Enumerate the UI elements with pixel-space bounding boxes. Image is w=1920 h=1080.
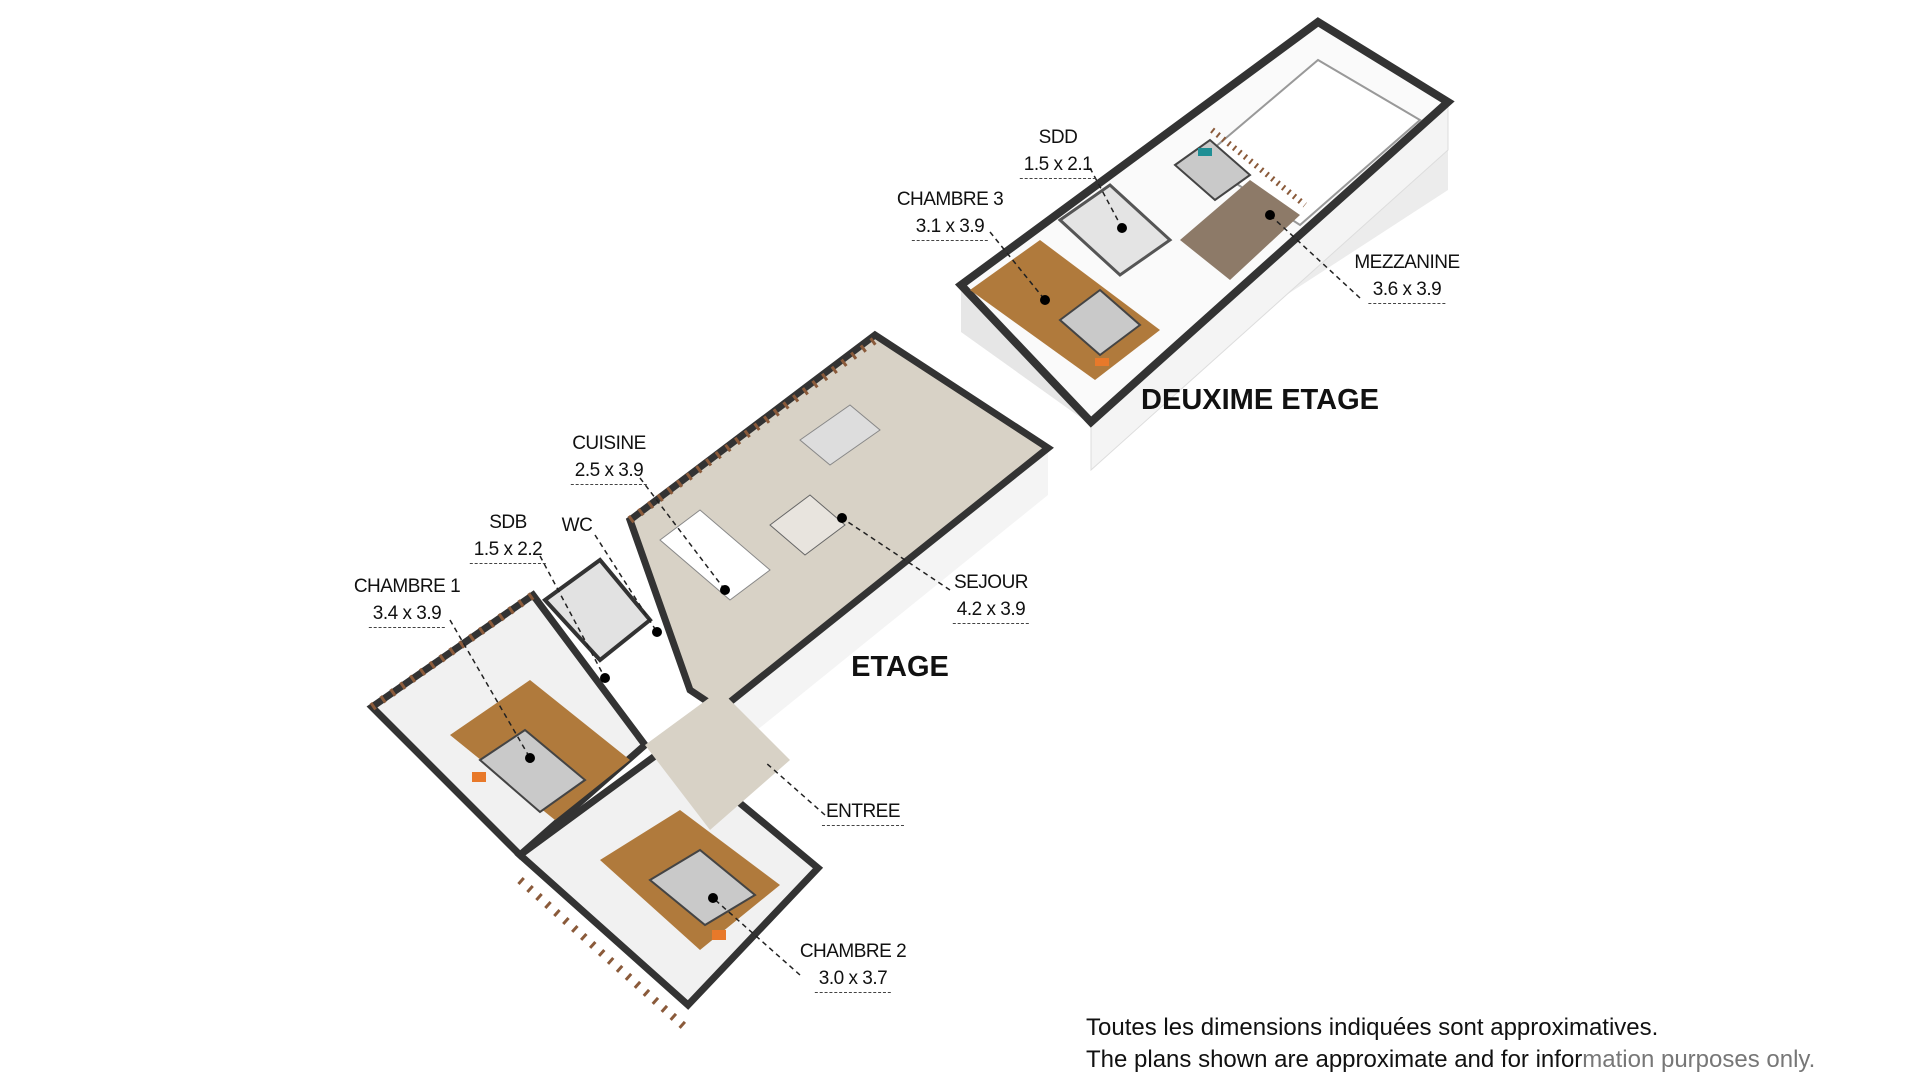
room-dims: 3.4 x 3.9 bbox=[368, 600, 446, 628]
room-name: SEJOUR bbox=[953, 572, 1029, 593]
kitchen-counter bbox=[659, 509, 771, 601]
room-name: CHAMBRE 3 bbox=[896, 189, 1004, 210]
room-name: CHAMBRE 1 bbox=[353, 576, 461, 597]
room-name: CHAMBRE 2 bbox=[799, 941, 907, 962]
dot-sdb bbox=[600, 673, 610, 683]
label-sdd: SDD 1.5 x 2.1 bbox=[1019, 124, 1097, 179]
dot-chambre3 bbox=[1040, 295, 1050, 305]
leader-chambre2 bbox=[712, 897, 801, 976]
label-chambre1: CHAMBRE 1 3.4 x 3.9 bbox=[353, 573, 461, 628]
room-name: CUISINE bbox=[572, 433, 646, 454]
dot-chambre1 bbox=[525, 753, 535, 763]
pillow bbox=[472, 772, 486, 782]
dot-sejour bbox=[837, 513, 847, 523]
disclaimer-en-main: The plans shown are approximate and for … bbox=[1086, 1046, 1583, 1073]
balcony-railing-chambre2 bbox=[517, 877, 691, 1033]
mezzanine-railing bbox=[1210, 127, 1307, 208]
label-sdb: SDB 1.5 x 2.2 bbox=[469, 509, 547, 564]
bed-chambre2 bbox=[648, 848, 757, 927]
dot-wc bbox=[652, 627, 662, 637]
room-name: MEZZANINE bbox=[1354, 252, 1460, 273]
disclaimer-en: The plans shown are approximate and for … bbox=[1086, 1044, 1815, 1076]
balcony-railing-north bbox=[627, 336, 878, 524]
lower-floor bbox=[366, 330, 1054, 1033]
leader-mezzanine bbox=[1269, 214, 1361, 299]
dining-table bbox=[769, 494, 846, 556]
mezzanine-floor bbox=[1180, 180, 1300, 280]
floor-title-lower: ETAGE bbox=[851, 651, 949, 683]
sofa bbox=[799, 404, 881, 466]
room-name: SDD bbox=[1038, 127, 1078, 148]
disclaimer: Toutes les dimensions indiquées sont app… bbox=[1086, 1012, 1815, 1076]
label-chambre2: CHAMBRE 2 3.0 x 3.7 bbox=[799, 938, 907, 993]
bed-chambre1 bbox=[478, 728, 587, 814]
lower-floor-front-face bbox=[720, 448, 1048, 760]
room-dims: 4.2 x 3.9 bbox=[952, 596, 1030, 624]
upper-floor bbox=[954, 17, 1455, 472]
leader-sejour bbox=[841, 517, 951, 591]
room-dims: 3.1 x 3.9 bbox=[911, 213, 989, 241]
room-dims: 2.5 x 3.9 bbox=[570, 457, 648, 485]
label-sejour: SEJOUR 4.2 x 3.9 bbox=[952, 569, 1030, 624]
room-name: ENTREE bbox=[821, 798, 905, 826]
disclaimer-en-faded: mation purposes only. bbox=[1582, 1046, 1816, 1073]
room-name: WC bbox=[561, 515, 593, 536]
dot-chambre2 bbox=[708, 893, 718, 903]
room-dims: 1.5 x 2.2 bbox=[469, 536, 547, 564]
room-name: SDB bbox=[489, 512, 527, 533]
room-dims: 3.6 x 3.9 bbox=[1368, 276, 1446, 304]
label-chambre3: CHAMBRE 3 3.1 x 3.9 bbox=[896, 186, 1004, 241]
room-dims: 3.0 x 3.7 bbox=[814, 965, 892, 993]
label-mezzanine: MEZZANINE 3.6 x 3.9 bbox=[1354, 249, 1460, 304]
floor-title-upper: DEUXIME ETAGE bbox=[1141, 384, 1379, 416]
room-dims: 1.5 x 2.1 bbox=[1019, 151, 1097, 179]
leader-wc bbox=[594, 534, 658, 633]
pillow bbox=[1198, 148, 1212, 156]
label-entree: ENTREE bbox=[821, 798, 905, 826]
label-wc: WC bbox=[562, 512, 593, 539]
leader-cuisine bbox=[639, 477, 726, 591]
leader-chambre3 bbox=[989, 231, 1046, 301]
bed-chambre3 bbox=[1058, 288, 1142, 357]
room-dots bbox=[525, 210, 1275, 903]
label-cuisine: CUISINE 2.5 x 3.9 bbox=[570, 430, 648, 485]
leader-entree bbox=[764, 761, 826, 816]
balcony-railing-chambre1 bbox=[369, 591, 536, 711]
dot-sdd bbox=[1117, 223, 1127, 233]
disclaimer-fr: Toutes les dimensions indiquées sont app… bbox=[1086, 1014, 1659, 1041]
dot-cuisine bbox=[720, 585, 730, 595]
entree-area bbox=[645, 690, 790, 830]
pillow bbox=[1095, 358, 1109, 366]
dot-mezzanine bbox=[1265, 210, 1275, 220]
pillow bbox=[712, 930, 726, 940]
sdd-floor bbox=[1057, 183, 1173, 277]
